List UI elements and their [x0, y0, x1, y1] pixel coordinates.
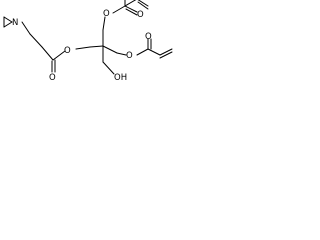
carbonyl-oxygen-top-label: O [137, 10, 144, 20]
top-vinyl-a [124, 0, 137, 7]
right-o-carbonyl-bond [136, 48, 149, 56]
aziridine-bond-2 [3, 16, 13, 23]
quatc-right-bond [102, 45, 118, 54]
ch2-oh-bond [102, 61, 115, 75]
right-vinyl-b2 [159, 51, 173, 59]
ester-oxygen-right-label: O [126, 51, 133, 61]
carbonyl-oxygen-left-label: O [49, 73, 56, 83]
aziridine-bond-3 [3, 21, 13, 28]
right-vinyl-a [147, 48, 161, 56]
carbonyl-oxygen-right-label: O [145, 32, 152, 42]
o-ch2-left-bond [75, 46, 91, 50]
molecule-drawing: N O O O O O O OH [3, 0, 173, 83]
ch2-carbonyl-bond [41, 46, 54, 61]
left-carbonyl-o-bond [52, 50, 66, 61]
ester-oxygen-top-label: O [103, 9, 110, 19]
ch2-ch2-bond [29, 33, 43, 48]
structure-diagram: N O O O O O O OH [0, 0, 176, 107]
ester-oxygen-left-label: O [64, 46, 71, 56]
ch2-quatc-left-bond [89, 45, 104, 48]
right-vinyl-b1 [159, 48, 173, 56]
top-o-carbonyl-bond [112, 5, 126, 14]
hydroxyl-label: OH [114, 73, 127, 83]
n-ch2-bond [21, 21, 31, 35]
right-ch2-o-bond [116, 52, 127, 56]
nitrogen-label: N [12, 18, 18, 28]
top-vinyl-b2 [137, 1, 149, 10]
top-carbonyl-o-bond-2 [125, 8, 138, 16]
top-vinyl-b1 [137, 0, 149, 7]
ch2-o-top-bond [102, 16, 106, 31]
top-carbonyl-o-bond-1 [124, 5, 138, 13]
